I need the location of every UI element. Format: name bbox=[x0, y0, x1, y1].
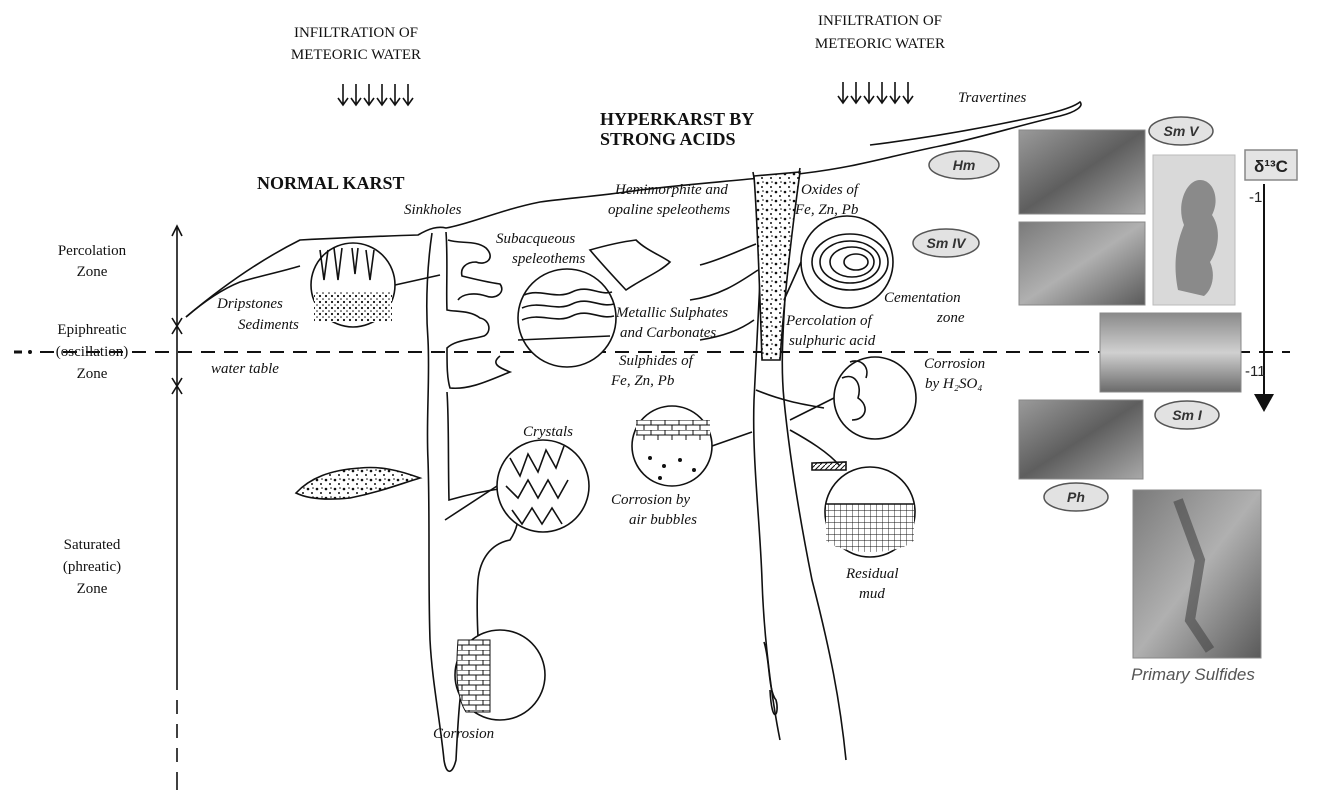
infiltration-left: INFILTRATION OF METEORIC WATER bbox=[291, 25, 421, 105]
inset-crystals bbox=[445, 440, 589, 532]
inset-corrosion-h2so4 bbox=[790, 357, 916, 439]
oxides-label-line2: Fe, Zn, Pb bbox=[794, 202, 859, 218]
isotope-top-value: -1 bbox=[1249, 189, 1262, 206]
inset-oxides bbox=[784, 216, 893, 308]
svg-text:Sm IV: Sm IV bbox=[927, 235, 968, 251]
subacqueous-label-line1: Subacqueous bbox=[496, 231, 575, 247]
epiphreatic-zone-line3: Zone bbox=[77, 366, 108, 382]
normal-karst-heading: NORMAL KARST bbox=[257, 173, 405, 193]
corrosion-h2so4-label-line2: by H₂SO₄ bbox=[925, 376, 983, 392]
percolation-zone-line2: Zone bbox=[77, 264, 108, 280]
tag-sm-iv: Sm IV bbox=[913, 229, 979, 257]
isotope-bottom-value: -11 bbox=[1245, 363, 1266, 380]
infiltration-right-line1: INFILTRATION OF bbox=[818, 13, 942, 29]
primary-sulfides-label: Primary Sulfides bbox=[1131, 665, 1255, 684]
residual-mud-label-line1: Residual bbox=[845, 566, 899, 582]
isotope-arrow-icon bbox=[1254, 394, 1274, 412]
percolation-acid-label-line1: Percolation of bbox=[785, 313, 874, 329]
cementation-label-line1: Cementation bbox=[884, 290, 961, 306]
inset-corrosion-air bbox=[632, 406, 752, 486]
zone-labels: Percolation Zone Epiphreatic (oscillatio… bbox=[56, 243, 128, 597]
infiltration-left-line1: INFILTRATION OF bbox=[294, 25, 418, 41]
cementation-label-line2: zone bbox=[936, 310, 965, 326]
mineral-photos bbox=[1019, 130, 1261, 658]
photo-smithsonite-iv bbox=[1019, 222, 1145, 305]
hemimorphite-label-line1: Hemimorphite and bbox=[614, 182, 728, 198]
tag-hm: Hm bbox=[929, 151, 999, 179]
hyperkarst-heading-line2: STRONG ACIDS bbox=[600, 129, 736, 149]
saturated-zone-line3: Zone bbox=[77, 581, 108, 597]
inset-dripstones bbox=[311, 243, 440, 327]
svg-text:Sm V: Sm V bbox=[1163, 123, 1200, 139]
oxides-label-line1: Oxides of bbox=[801, 182, 860, 198]
metallic-label-line2: and Carbonates bbox=[620, 325, 716, 341]
residual-mud-label-line2: mud bbox=[859, 586, 885, 602]
saturated-zone-line1: Saturated bbox=[64, 537, 121, 553]
rain-arrows-left-icon bbox=[338, 84, 413, 105]
photo-smithsonite-i bbox=[1100, 313, 1241, 392]
crystals-label: Crystals bbox=[523, 424, 573, 440]
sulphides-label-line2: Fe, Zn, Pb bbox=[610, 373, 675, 389]
sulphides-label-line1: Sulphides of bbox=[619, 353, 695, 369]
svg-text:Hm: Hm bbox=[953, 157, 976, 173]
tag-sm-v: Sm V bbox=[1149, 117, 1213, 145]
hemimorphite-label-line2: opaline speleothems bbox=[608, 202, 730, 218]
corrosion-label: Corrosion bbox=[433, 726, 494, 742]
photo-hemimorphite bbox=[1019, 130, 1145, 214]
photo-primary-ore bbox=[1019, 400, 1143, 479]
rain-arrows-right-icon bbox=[838, 82, 913, 103]
svg-text:Ph: Ph bbox=[1067, 489, 1085, 505]
infiltration-right-line2: METEORIC WATER bbox=[815, 36, 945, 52]
hyperkarst-heading-line1: HYPERKARST BY bbox=[600, 109, 754, 129]
dripstones-label: Dripstones bbox=[216, 296, 283, 312]
metallic-label-line1: Metallic Sulphates bbox=[615, 305, 728, 321]
isotope-scale: δ¹³C -1 -11 bbox=[1245, 150, 1297, 412]
percolation-zone-line1: Percolation bbox=[58, 243, 127, 259]
epiphreatic-zone-line1: Epiphreatic bbox=[57, 322, 126, 338]
isotope-label: δ¹³C bbox=[1254, 157, 1288, 176]
sinkholes-label: Sinkholes bbox=[404, 202, 462, 218]
corrosion-air-label-line1: Corrosion by bbox=[611, 492, 690, 508]
zone-scale bbox=[172, 226, 182, 790]
percolation-acid-label-line2: sulphuric acid bbox=[789, 333, 876, 349]
travertines-label: Travertines bbox=[958, 90, 1026, 106]
corrosion-air-label-line2: air bubbles bbox=[629, 512, 697, 528]
inset-corrosion bbox=[455, 630, 545, 720]
water-table-label: water table bbox=[211, 361, 279, 377]
sediments-label: Sediments bbox=[238, 317, 299, 333]
svg-text:Sm I: Sm I bbox=[1172, 407, 1203, 423]
tag-sm-i: Sm I bbox=[1155, 401, 1219, 429]
infiltration-left-line2: METEORIC WATER bbox=[291, 47, 421, 63]
subacqueous-label-line2: speleothems bbox=[512, 251, 585, 267]
inset-subacqueous bbox=[518, 269, 616, 367]
corrosion-h2so4-label-line1: Corrosion bbox=[924, 356, 985, 372]
saturated-zone-line2: (phreatic) bbox=[63, 559, 121, 575]
tag-ph: Ph bbox=[1044, 483, 1108, 511]
inset-residual-mud bbox=[825, 467, 915, 557]
infiltration-right: INFILTRATION OF METEORIC WATER bbox=[815, 13, 945, 103]
